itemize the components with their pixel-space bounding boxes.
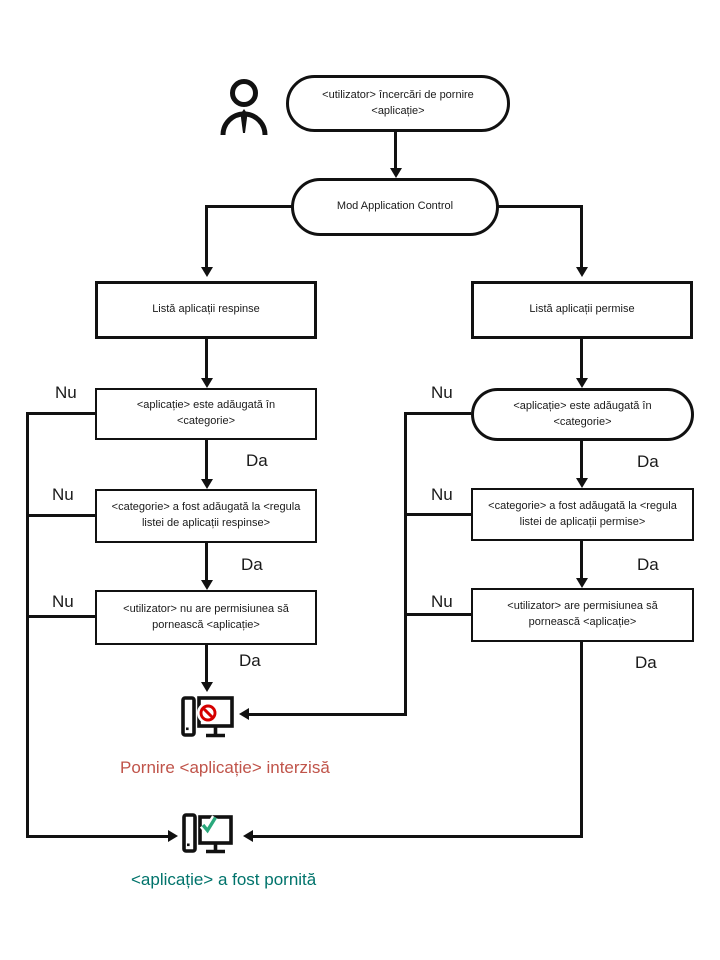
node-allowed-list: Listă aplicații permise xyxy=(471,281,693,339)
node-application-control-mode: Mod Application Control xyxy=(291,178,499,236)
node-allowed-rule-label: <categorie> a fost adăugată la <regula l… xyxy=(488,499,677,528)
connector-nu xyxy=(26,615,95,618)
connector-mode-right xyxy=(498,205,583,208)
arrowhead xyxy=(576,478,588,488)
arrowhead xyxy=(201,580,213,590)
connector-start-mode xyxy=(394,132,397,170)
node-denied-rule: <categorie> a fost adăugată la <regula l… xyxy=(95,489,317,543)
node-denied-rule-label: <categorie> a fost adăugată la <regula l… xyxy=(111,501,301,529)
node-mode-label: Mod Application Control xyxy=(336,200,454,213)
node-denied-list-label: Listă aplicații respinse xyxy=(152,303,260,316)
connector xyxy=(205,645,208,683)
label-nu: Nu xyxy=(431,485,453,504)
label-da: Da xyxy=(637,452,659,471)
node-denied-in-category-label: <aplicație> este adăugată în <categorie> xyxy=(136,399,276,427)
label-nu: Nu xyxy=(431,592,453,611)
connector xyxy=(205,543,208,581)
node-allowed-in-category: <aplicație> este adăugată în <categorie> xyxy=(471,388,694,441)
connector xyxy=(580,339,583,379)
label-da: Da xyxy=(241,555,263,574)
connector-mode-left-down xyxy=(205,205,208,267)
connector-nu xyxy=(26,412,95,415)
label-nu: Nu xyxy=(52,485,74,504)
connector xyxy=(205,339,208,379)
connector-nu-bus-left xyxy=(26,412,29,838)
connector-mode-right-down xyxy=(580,205,583,267)
arrowhead xyxy=(576,578,588,588)
arrowhead xyxy=(390,168,402,178)
node-allowed-permission-label: <utilizator> are permisiunea să porneasc… xyxy=(507,600,658,628)
label-nu: Nu xyxy=(55,383,77,402)
connector-nu-bus-right-bottom xyxy=(248,713,406,716)
connector-nu xyxy=(404,613,471,616)
arrowhead xyxy=(201,682,213,692)
node-allowed-list-label: Listă aplicații permise xyxy=(529,303,635,316)
label-da: Da xyxy=(635,653,657,672)
computer-started-icon xyxy=(182,813,233,854)
node-denied-list: Listă aplicații respinse xyxy=(95,281,317,339)
label-nu: Nu xyxy=(52,592,74,611)
connector xyxy=(580,441,583,479)
arrowhead xyxy=(201,479,213,489)
connector xyxy=(580,642,583,838)
arrowhead xyxy=(576,267,588,277)
connector xyxy=(252,835,583,838)
arrowhead xyxy=(201,267,213,277)
connector-mode-left xyxy=(205,205,293,208)
connector-nu xyxy=(404,513,471,516)
node-denied-permission-label: <utilizator> nu are permisiunea să porne… xyxy=(123,602,289,631)
user-icon xyxy=(220,79,268,136)
computer-blocked-icon xyxy=(181,696,234,738)
arrowhead xyxy=(239,708,249,720)
node-denied-permission: <utilizator> nu are permisiunea să porne… xyxy=(95,590,317,645)
connector xyxy=(205,440,208,480)
connector xyxy=(580,541,583,579)
label-da: Da xyxy=(637,555,659,574)
node-allowed-rule: <categorie> a fost adăugată la <regula l… xyxy=(471,488,694,541)
blocked-result-label: Pornire <aplicație> interzisă xyxy=(120,758,330,777)
node-allowed-in-category-label: <aplicație> este adăugată în <categorie> xyxy=(513,399,652,428)
connector-nu xyxy=(404,412,471,415)
connector-nu xyxy=(26,514,95,517)
label-da: Da xyxy=(246,451,268,470)
node-denied-in-category: <aplicație> este adăugată în <categorie> xyxy=(95,388,317,440)
started-result-label: <aplicație> a fost pornită xyxy=(131,870,317,889)
arrowhead xyxy=(243,830,253,842)
connector-nu-bus-right xyxy=(404,412,407,716)
node-start-label: <utilizator> încercări de pornire <aplic… xyxy=(322,88,474,117)
label-nu: Nu xyxy=(431,383,453,402)
arrowhead xyxy=(576,378,588,388)
label-da: Da xyxy=(239,651,261,670)
node-start: <utilizator> încercări de pornire <aplic… xyxy=(286,75,510,132)
arrowhead xyxy=(168,830,178,842)
connector-nu-bus-left-bottom xyxy=(26,835,168,838)
arrowhead xyxy=(201,378,213,388)
node-allowed-permission: <utilizator> are permisiunea să porneasc… xyxy=(471,588,694,642)
